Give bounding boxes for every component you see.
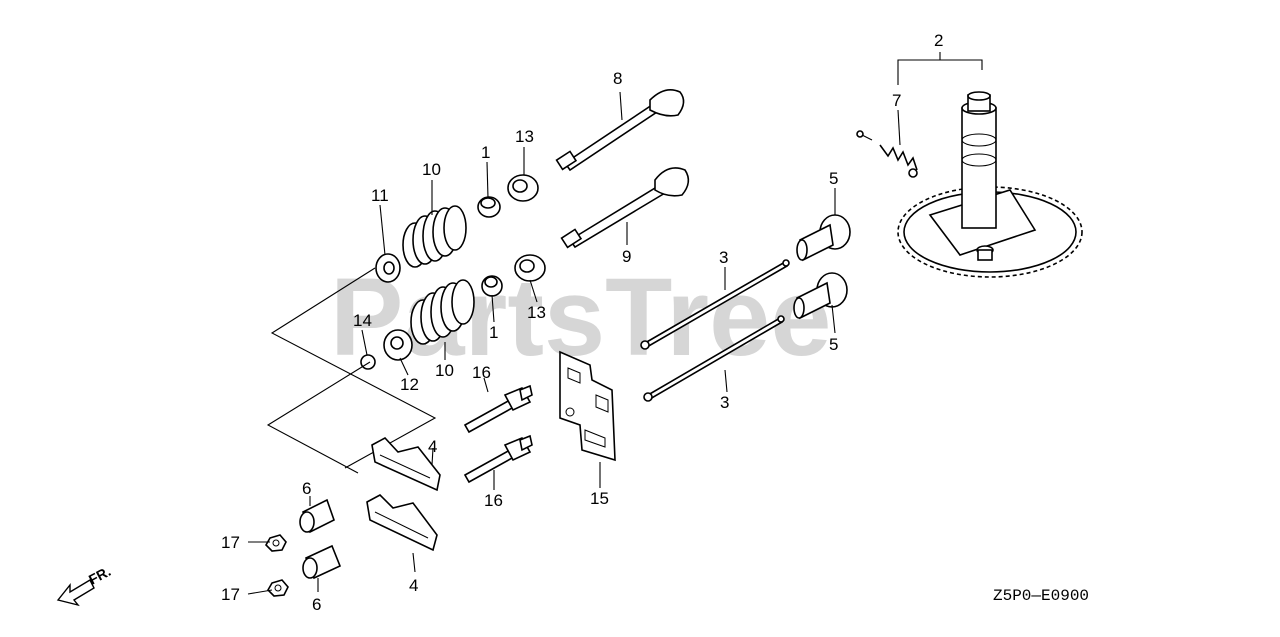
callout-5-upper[interactable]: 5 (829, 169, 838, 188)
push-rod-lower[interactable] (643, 315, 785, 402)
leader-lines (247, 52, 983, 595)
callout-14[interactable]: 14 (353, 311, 372, 330)
pivot-nut-lower[interactable] (302, 544, 342, 580)
pivot-stud-lower[interactable] (463, 434, 533, 484)
callout-4-upper[interactable]: 4 (428, 437, 437, 456)
callout-13-upper[interactable]: 13 (515, 127, 534, 146)
spring-seat-washer[interactable] (375, 253, 401, 283)
callout-6-lower[interactable]: 6 (312, 595, 321, 614)
callout-3-upper[interactable]: 3 (719, 248, 728, 267)
callout-9[interactable]: 9 (622, 247, 631, 266)
valve-rotator-seat[interactable] (383, 329, 413, 361)
valve-retainer-lower[interactable] (514, 254, 546, 282)
callout-3-lower[interactable]: 3 (720, 393, 729, 412)
valve-spring-upper[interactable] (402, 205, 467, 268)
callout-12[interactable]: 12 (400, 375, 419, 394)
callout-8[interactable]: 8 (613, 69, 622, 88)
valve-spring-lower[interactable] (410, 279, 475, 345)
valve-exhaust[interactable] (560, 167, 690, 249)
front-direction-indicator: FR. (56, 563, 113, 607)
callout-16-lower[interactable]: 16 (484, 491, 503, 510)
pivot-stud-upper[interactable] (463, 384, 533, 434)
valve-retainer-upper[interactable] (507, 174, 539, 202)
governor-spring[interactable] (856, 130, 918, 178)
diagram-code: Z5P0—E0900 (993, 587, 1089, 605)
callout-17-upper[interactable]: 17 (221, 533, 240, 552)
callout-1-lower[interactable]: 1 (489, 323, 498, 342)
push-rod-guide-plate[interactable] (559, 350, 616, 462)
rocker-arm-lower[interactable] (366, 494, 438, 552)
push-rod-upper[interactable] (640, 259, 790, 350)
callout-13-lower[interactable]: 13 (527, 303, 546, 322)
valve-cotter-lower[interactable] (481, 275, 503, 297)
callout-4-lower[interactable]: 4 (409, 576, 418, 595)
rocker-arm-upper[interactable] (371, 437, 441, 492)
callout-15[interactable]: 15 (590, 489, 609, 508)
valve-intake[interactable] (555, 89, 685, 172)
camshaft-gear-assembly[interactable] (897, 91, 1083, 278)
callout-10-lower[interactable]: 10 (435, 361, 454, 380)
callout-6-upper[interactable]: 6 (302, 479, 311, 498)
callout-7[interactable]: 7 (892, 91, 901, 110)
callout-10-upper[interactable]: 10 (422, 160, 441, 179)
lock-nut-lower[interactable] (267, 579, 289, 597)
callout-5-lower[interactable]: 5 (829, 335, 838, 354)
callout-17-lower[interactable]: 17 (221, 585, 240, 604)
valve-cotter-upper[interactable] (477, 196, 501, 218)
callout-1-upper[interactable]: 1 (481, 143, 490, 162)
arrow-left-icon (56, 579, 95, 607)
lock-nut-upper[interactable] (265, 534, 287, 552)
callout-labels: 2 7 8 13 1 10 11 9 5 3 13 1 14 10 12 16 … (221, 31, 943, 614)
callout-2[interactable]: 2 (934, 31, 943, 50)
callout-16-upper[interactable]: 16 (472, 363, 491, 382)
valve-lifter-upper[interactable] (796, 214, 851, 262)
callout-11[interactable]: 11 (371, 186, 389, 205)
pivot-nut-upper[interactable] (299, 498, 335, 534)
